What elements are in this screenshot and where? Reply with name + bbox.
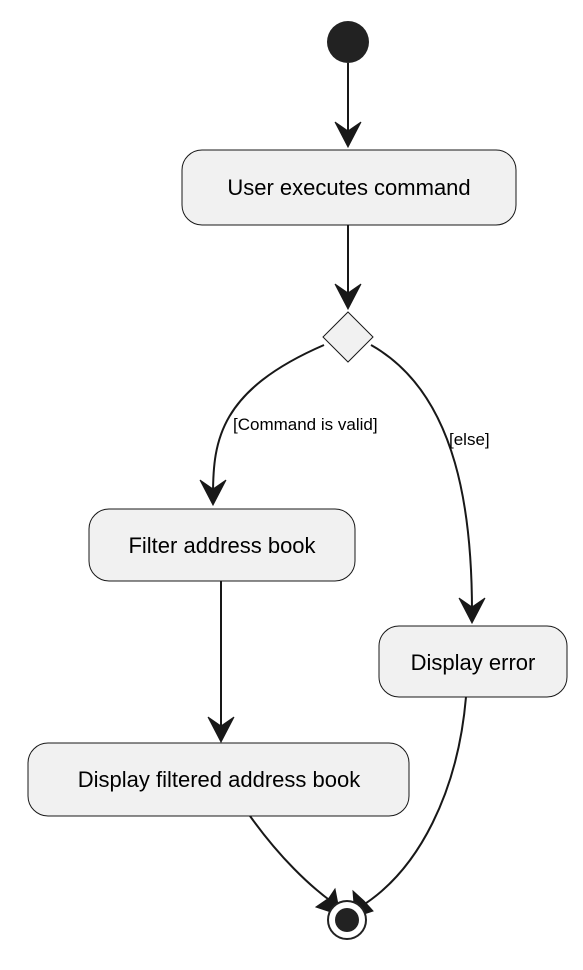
arrowhead — [458, 597, 486, 625]
action-filter-address-book: Filter address book — [88, 508, 356, 582]
decision-node — [322, 311, 374, 363]
arrowhead — [334, 121, 362, 149]
arrowhead — [207, 716, 235, 744]
action-display-error: Display error — [378, 625, 568, 698]
start-node — [327, 21, 369, 63]
action-display-filtered-address-book: Display filtered address book — [27, 742, 410, 817]
edge-display-filtered-to-end — [249, 815, 341, 916]
guard-label-else: [else] — [449, 430, 490, 449]
action-label-display-filtered-address-book: Display filtered address book — [78, 767, 361, 792]
edge-to-decision — [334, 225, 362, 311]
action-label-user-executes-command: User executes command — [227, 175, 470, 200]
action-label-filter-address-book: Filter address book — [128, 533, 316, 558]
arrowhead — [199, 479, 227, 507]
edge-filter-to-display-filtered — [207, 581, 235, 744]
guard-label-command-is-valid: [Command is valid] — [233, 415, 378, 434]
end-node — [327, 900, 367, 940]
action-label-display-error: Display error — [411, 650, 536, 675]
action-user-executes-command: User executes command — [181, 149, 517, 226]
edge-else-branch — [370, 344, 486, 625]
edge-start-to-user-executes-command — [334, 63, 362, 149]
edge-valid-branch — [199, 344, 325, 507]
arrowhead — [334, 283, 362, 311]
